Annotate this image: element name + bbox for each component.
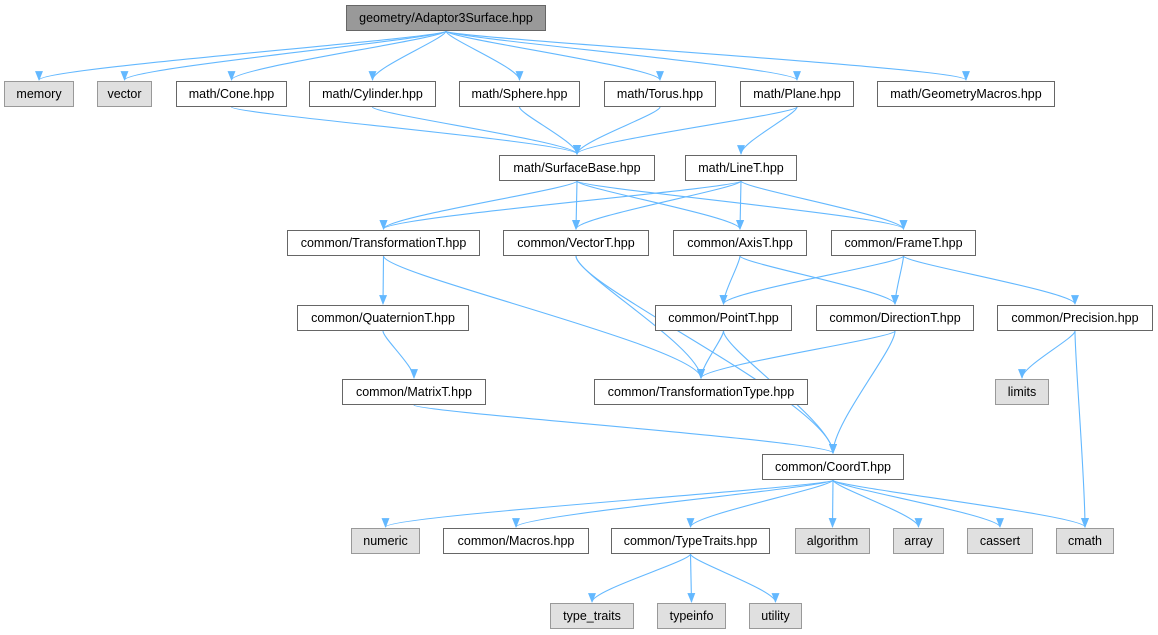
- edge-root-to-memory: [35, 30, 447, 81]
- node-transformation-type[interactable]: common/TransformationType.hpp: [594, 379, 808, 405]
- edge-coordt-to-cmath: [832, 479, 1089, 528]
- edge-transformation-to-transtype: [382, 255, 705, 379]
- node-surface-base[interactable]: math/SurfaceBase.hpp: [499, 155, 655, 181]
- node-memory[interactable]: memory: [4, 81, 74, 107]
- edge-coordt-to-macros: [512, 479, 834, 528]
- edge-coordt-to-numeric: [381, 479, 834, 528]
- node-geometry-macros[interactable]: math/GeometryMacros.hpp: [877, 81, 1055, 107]
- edge-quaternion-to-matrixt: [382, 330, 418, 379]
- node-coord-t[interactable]: common/CoordT.hpp: [762, 454, 904, 480]
- edge-plane-to-linet: [737, 106, 798, 155]
- edge-cylinder-to-surfacebase: [371, 106, 581, 155]
- node-plane[interactable]: math/Plane.hpp: [740, 81, 854, 107]
- edge-typetraits-to-type_traits: [588, 553, 692, 603]
- edge-surfacebase-to-vectort: [572, 180, 581, 230]
- edge-matrixt-to-coordt: [413, 404, 837, 454]
- edge-sphere-to-surfacebase: [518, 106, 581, 155]
- edge-root-to-cylinder: [368, 30, 447, 81]
- node-macros[interactable]: common/Macros.hpp: [443, 528, 589, 554]
- node-adaptor3surface[interactable]: geometry/Adaptor3Surface.hpp: [346, 5, 546, 31]
- edge-linet-to-axist: [736, 180, 745, 230]
- edge-plane-to-surfacebase: [573, 106, 798, 155]
- node-matrix-t[interactable]: common/MatrixT.hpp: [342, 379, 486, 405]
- edge-typetraits-to-utility: [689, 553, 780, 603]
- edge-linet-to-transformation: [379, 180, 742, 230]
- node-line-t[interactable]: math/LineT.hpp: [685, 155, 797, 181]
- node-vector[interactable]: vector: [97, 81, 152, 107]
- node-precision[interactable]: common/Precision.hpp: [997, 305, 1153, 331]
- edge-directiont-to-transtype: [697, 330, 896, 379]
- edge-coordt-to-array: [832, 479, 923, 528]
- edge-cone-to-surfacebase: [230, 106, 581, 155]
- node-torus[interactable]: math/Torus.hpp: [604, 81, 716, 107]
- edge-root-to-sphere: [445, 30, 524, 81]
- node-vector-t[interactable]: common/VectorT.hpp: [503, 230, 649, 256]
- edge-coordt-to-typetraits: [686, 479, 834, 528]
- edge-surfacebase-to-transformation: [379, 180, 578, 230]
- node-array[interactable]: array: [893, 528, 944, 554]
- node-utility[interactable]: utility: [749, 603, 802, 629]
- node-cmath[interactable]: cmath: [1056, 528, 1114, 554]
- node-type-traits[interactable]: type_traits: [550, 603, 634, 629]
- node-sphere[interactable]: math/Sphere.hpp: [459, 81, 580, 107]
- node-point-t[interactable]: common/PointT.hpp: [655, 305, 792, 331]
- node-algorithm[interactable]: algorithm: [795, 528, 870, 554]
- edge-linet-to-vectort: [572, 180, 742, 230]
- node-type-traits-hpp[interactable]: common/TypeTraits.hpp: [611, 528, 770, 554]
- edge-directiont-to-coordt: [829, 330, 896, 454]
- edge-coordt-to-algorithm: [828, 479, 837, 528]
- node-quaternion-t[interactable]: common/QuaternionT.hpp: [297, 305, 469, 331]
- edge-transformation-to-quaternion: [379, 255, 388, 305]
- node-numeric[interactable]: numeric: [351, 528, 420, 554]
- edge-framet-to-directiont: [891, 255, 905, 305]
- edge-surfacebase-to-axist: [576, 180, 744, 230]
- edge-root-to-torus: [445, 30, 664, 81]
- node-cylinder[interactable]: math/Cylinder.hpp: [309, 81, 436, 107]
- node-cassert[interactable]: cassert: [967, 528, 1033, 554]
- edge-axist-to-directiont: [739, 255, 899, 305]
- node-frame-t[interactable]: common/FrameT.hpp: [831, 230, 976, 256]
- node-transformation-t[interactable]: common/TransformationT.hpp: [287, 230, 480, 256]
- node-typeinfo[interactable]: typeinfo: [657, 603, 726, 629]
- node-limits[interactable]: limits: [995, 379, 1049, 405]
- edge-framet-to-pointt: [719, 255, 905, 305]
- node-direction-t[interactable]: common/DirectionT.hpp: [816, 305, 974, 331]
- node-axis-t[interactable]: common/AxisT.hpp: [673, 230, 807, 256]
- node-cone[interactable]: math/Cone.hpp: [176, 81, 287, 107]
- edge-vectort-to-coordt: [575, 255, 837, 454]
- edge-precision-to-cmath: [1074, 330, 1089, 528]
- edge-linet-to-framet: [740, 180, 908, 230]
- edge-precision-to-limits: [1018, 330, 1076, 379]
- edge-coordt-to-cassert: [832, 479, 1004, 528]
- edge-framet-to-precision: [902, 255, 1079, 305]
- edge-root-to-geomacros: [445, 30, 970, 81]
- edge-root-to-plane: [445, 30, 801, 81]
- edge-root-to-vector: [120, 30, 447, 81]
- edge-torus-to-surfacebase: [573, 106, 661, 155]
- edge-typetraits-to-typeinfo: [687, 553, 696, 603]
- edge-pointt-to-transtype: [697, 330, 725, 379]
- edge-root-to-cone: [227, 30, 447, 81]
